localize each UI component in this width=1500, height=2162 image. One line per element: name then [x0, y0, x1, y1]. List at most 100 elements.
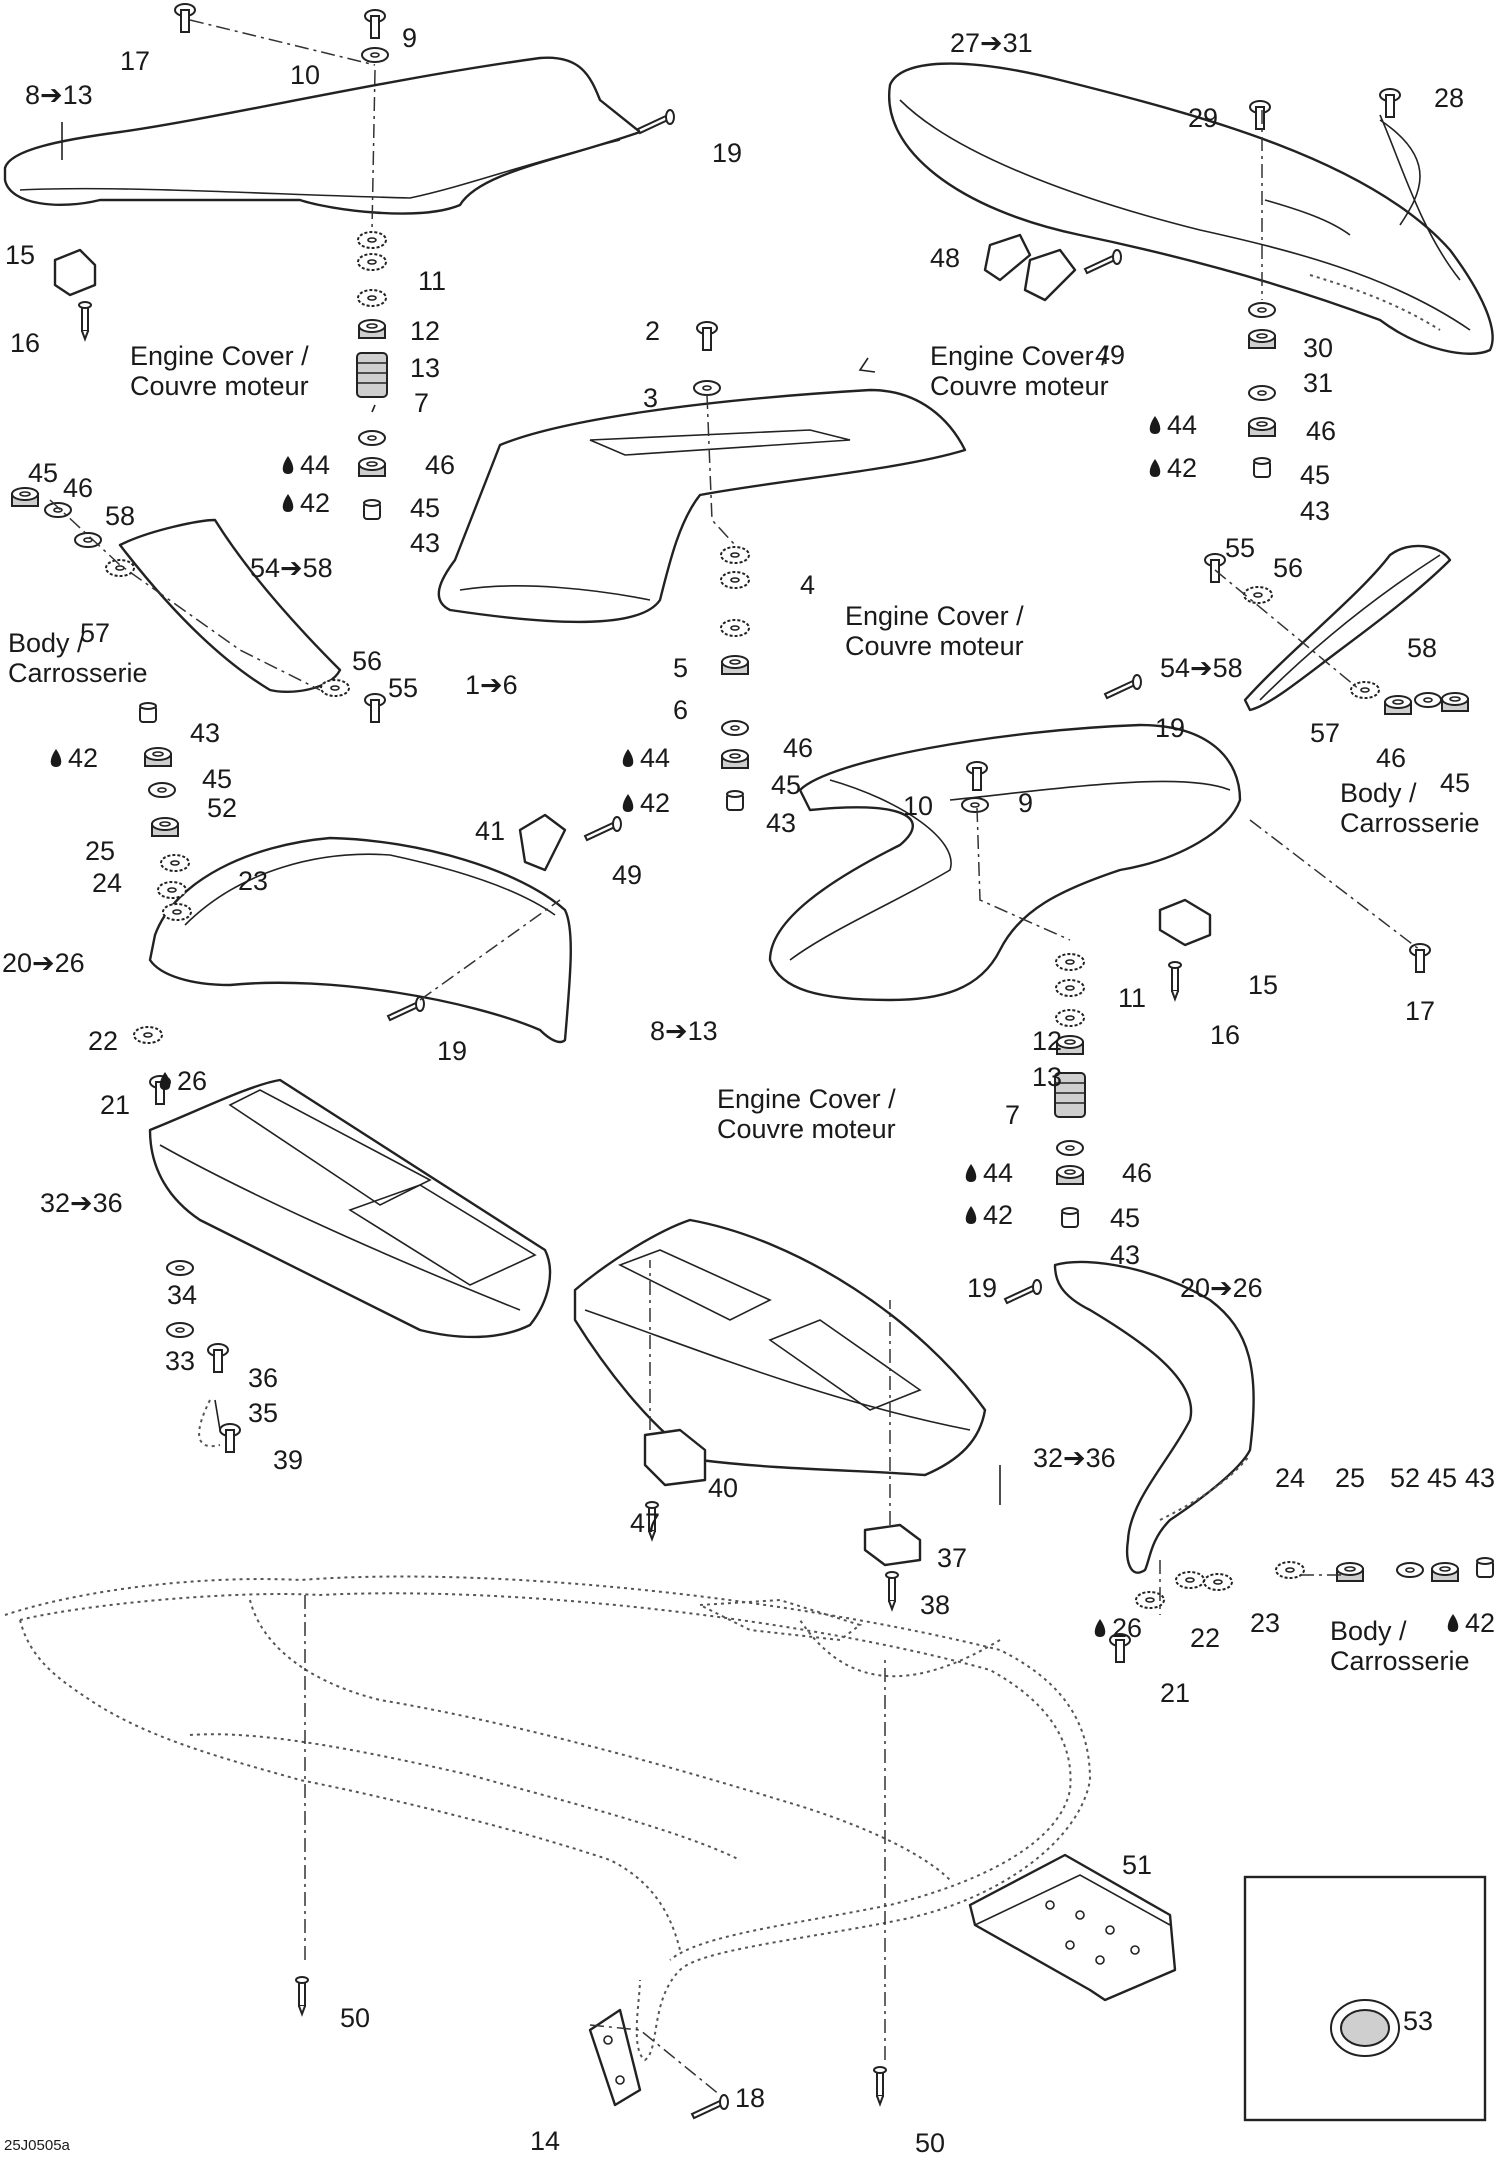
callout-c47: 47	[630, 1508, 660, 1538]
callout-c56b: 56	[1273, 553, 1303, 583]
note-n2-line1: Engine Cover /	[930, 341, 1109, 371]
drop-icon	[1149, 416, 1161, 434]
callout-c11a: 11	[418, 266, 446, 296]
callout-c50b: 50	[915, 2128, 945, 2158]
callout-c33: 33	[165, 1346, 195, 1376]
drop-icon	[282, 494, 294, 512]
callout-c48: 48	[930, 243, 960, 273]
callout-c44a: 44	[300, 450, 330, 480]
bracket-15-left	[53, 248, 97, 297]
callout-c46e: 46	[1376, 743, 1406, 773]
callout-c28: 28	[1434, 83, 1464, 113]
callout-c43f: 43	[1465, 1463, 1495, 1493]
callout-c38: 38	[920, 1590, 950, 1620]
callout-c52a: 52	[207, 793, 237, 823]
bracket-51	[968, 1853, 1177, 2002]
callout-c4: 4	[800, 570, 815, 600]
inset-box-53	[1243, 1875, 1487, 2122]
note-n4-line1: Engine Cover /	[717, 1084, 896, 1114]
callout-c26a: 26	[177, 1066, 207, 1096]
callout-c19b: 19	[437, 1036, 467, 1066]
callout-c46a: 46	[425, 450, 455, 480]
callout-c57b: 57	[1310, 718, 1340, 748]
hull-outline	[4, 1575, 1092, 2062]
callout-c9b: 9	[1018, 788, 1033, 818]
callout-c5: 5	[673, 653, 688, 683]
armrest-left	[148, 836, 572, 1044]
callout-c45e: 45	[202, 764, 232, 794]
callout-c42f: 42	[1465, 1608, 1495, 1638]
callout-c21a: 21	[100, 1090, 130, 1120]
callout-c36: 36	[248, 1363, 278, 1393]
callout-c42e: 42	[983, 1200, 1013, 1230]
callout-c19c: 19	[1155, 713, 1185, 743]
callout-c17b: 17	[1405, 996, 1435, 1026]
hardware-stack-center	[693, 321, 750, 811]
drop-icon	[965, 1206, 977, 1224]
callout-c13a: 13	[410, 353, 440, 383]
bracket-48	[983, 233, 1077, 302]
callout-c43b: 43	[1300, 496, 1330, 526]
callout-c7a: 7	[414, 388, 429, 418]
drop-icon	[1149, 459, 1161, 477]
callout-c58b: 58	[1407, 633, 1437, 663]
drop-icon	[50, 749, 62, 767]
callout-c42c: 42	[640, 788, 670, 818]
note-n6-line1: Body /	[1340, 778, 1417, 808]
engine-cover	[437, 388, 967, 624]
callout-c34: 34	[167, 1280, 197, 1310]
callout-c25b: 25	[1335, 1463, 1365, 1493]
drop-icon	[159, 1072, 171, 1090]
callout-c55b: 55	[1225, 533, 1255, 563]
callout-c52b: 52	[1390, 1463, 1420, 1493]
callout-c18: 18	[735, 2083, 765, 2113]
callout-c45c: 45	[771, 770, 801, 800]
callout-c8-13a: 8➔13	[25, 80, 93, 110]
hardware-misc	[78, 3, 1431, 2119]
callout-c16b: 16	[1210, 1020, 1240, 1050]
callout-c37: 37	[937, 1543, 967, 1573]
callout-c15b: 15	[1248, 970, 1278, 1000]
callout-c26b: 26	[1112, 1613, 1142, 1643]
callout-c1-6: 1➔6	[465, 670, 518, 700]
callout-c30: 30	[1303, 333, 1333, 363]
callout-c22a: 22	[88, 1026, 118, 1056]
callout-c3: 3	[643, 383, 658, 413]
note-n5-line1: Body /	[8, 628, 85, 658]
callout-c46f: 46	[1122, 1158, 1152, 1188]
callout-c45d: 45	[28, 458, 58, 488]
drawing-code: 25J0505a	[4, 2137, 71, 2154]
note-n5-line2: Carrosserie	[8, 658, 148, 688]
note-n6-line2: Carrosserie	[1340, 808, 1480, 838]
callout-c42a: 42	[300, 488, 330, 518]
callout-c56a: 56	[352, 646, 382, 676]
callout-c2: 2	[645, 316, 660, 346]
callout-c10b: 10	[903, 791, 933, 821]
callout-c19a: 19	[712, 138, 742, 168]
callout-c12a: 12	[410, 316, 440, 346]
callout-c45f: 45	[1440, 768, 1470, 798]
callout-c22b: 22	[1190, 1623, 1220, 1653]
callout-c54-58a: 54➔58	[250, 553, 333, 583]
seat-cushion-right	[573, 1218, 987, 1477]
callout-c57a: 57	[80, 618, 110, 648]
callout-c19d: 19	[967, 1273, 997, 1303]
leader-lines	[49, 19, 1421, 2096]
seat-frame-top-left	[3, 56, 642, 215]
callout-c17a: 17	[120, 46, 150, 76]
note-n3-line2: Couvre moteur	[845, 631, 1024, 661]
callout-c10a: 10	[290, 60, 320, 90]
seat-frame-middle	[768, 723, 1242, 1002]
note-n7-line1: Body /	[1330, 1616, 1407, 1646]
callout-c31: 31	[1303, 368, 1333, 398]
callout-c49b: 49	[612, 860, 642, 890]
callout-c24b: 24	[1275, 1463, 1305, 1493]
callout-c46c: 46	[783, 733, 813, 763]
flap-14	[588, 2008, 642, 2107]
callout-c40: 40	[708, 1473, 738, 1503]
callout-c9a: 9	[402, 23, 417, 53]
callout-c20-26a: 20➔26	[2, 948, 85, 978]
callout-c49a: 49	[1095, 340, 1125, 370]
callout-c42b: 42	[1167, 453, 1197, 483]
callout-c13b: 13	[1032, 1062, 1062, 1092]
